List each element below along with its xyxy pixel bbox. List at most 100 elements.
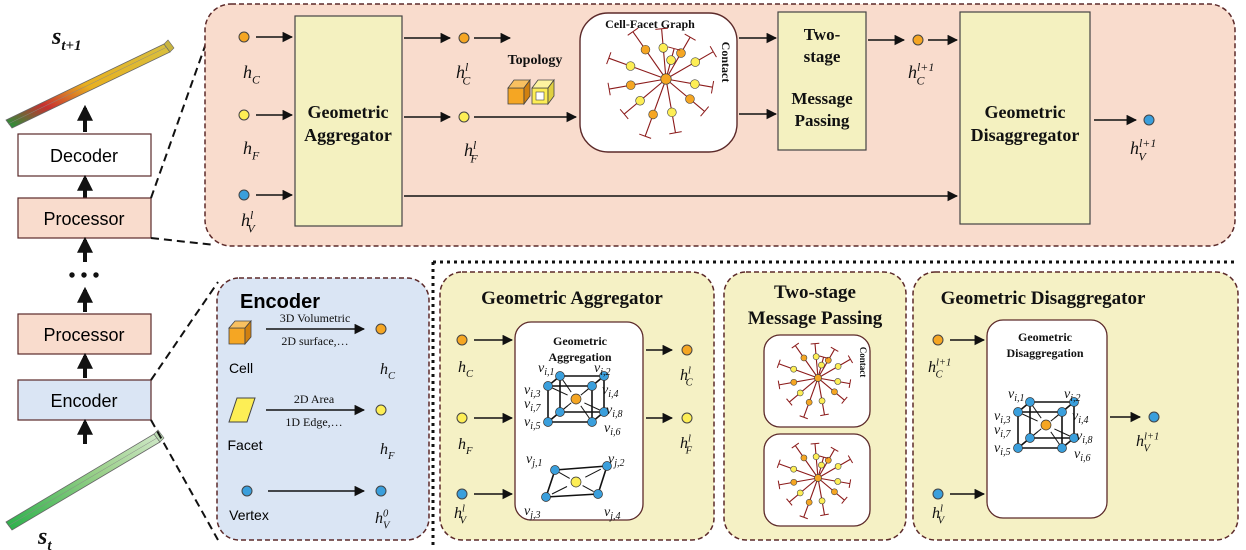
- topology-label: Topology: [508, 53, 563, 68]
- vertex-node: [543, 381, 553, 391]
- processor-label-bottom: Processor: [43, 325, 124, 345]
- svg-text:Message Passing: Message Passing: [748, 308, 883, 329]
- svg-text:Two-stage: Two-stage: [774, 282, 856, 303]
- contact-label: Contact: [719, 42, 733, 83]
- svg-text:Passing: Passing: [795, 111, 850, 130]
- encoder-detail: Encoder 3D Volumetric 2D surface,… Cell …: [216, 277, 430, 541]
- svg-text:stage: stage: [804, 47, 841, 66]
- svg-text:Two-: Two-: [804, 25, 841, 44]
- vertex-node: [1013, 443, 1023, 453]
- vertex-node: [541, 492, 551, 502]
- encoder-box: [17, 379, 152, 421]
- vertex-node: [555, 371, 565, 381]
- aggregation-inner-box: [514, 321, 644, 521]
- vertex-node: [1057, 407, 1067, 417]
- facet-center-node: [570, 476, 582, 488]
- pipeline-ellipsis: • • •: [68, 265, 99, 287]
- disaggregator-block: [959, 11, 1091, 225]
- cell-node: [238, 31, 250, 43]
- facet-node: [238, 109, 250, 121]
- encoder-detail-title: Encoder: [240, 291, 320, 313]
- svg-text:Disaggregator: Disaggregator: [971, 125, 1080, 145]
- aggregator-detail-title: Geometric Aggregator: [481, 288, 663, 309]
- vertex-node: [1057, 443, 1067, 453]
- cell-facet-graph-box: [579, 12, 738, 153]
- cell-text: Cell: [229, 360, 253, 376]
- vertex-node: [599, 407, 609, 417]
- svg-text:Geometric: Geometric: [1018, 330, 1073, 344]
- svg-text:1D Edge,…: 1D Edge,…: [285, 415, 342, 429]
- vertex-node: [587, 381, 597, 391]
- vertex-node: [602, 461, 612, 471]
- cell-facet-graph: [606, 27, 717, 139]
- vertex-node: [587, 417, 597, 427]
- pipeline: st+1 Decoder Processor • • • Processor E…: [5, 24, 175, 550]
- svg-text:Geometric Disaggregator: Geometric Disaggregator: [941, 288, 1146, 309]
- processor-label-top: Processor: [43, 209, 124, 229]
- svg-text:Contact: Contact: [858, 347, 868, 378]
- mesh-top-icon: [5, 39, 175, 129]
- svg-text:Message: Message: [791, 89, 853, 108]
- vertex-node: [1069, 397, 1079, 407]
- svg-text:Geometric: Geometric: [985, 102, 1066, 122]
- svg-text:Aggregator: Aggregator: [304, 125, 392, 145]
- vertex-node: [593, 489, 603, 499]
- vertex-node: [1013, 407, 1023, 417]
- disaggregation-inner-box: [986, 319, 1108, 519]
- svg-text:Aggregation: Aggregation: [548, 350, 611, 364]
- state-top-label: st+1: [51, 24, 82, 54]
- svg-text:Disaggregation: Disaggregation: [1006, 346, 1083, 360]
- topology-cube-icon: [507, 78, 555, 106]
- vertex-node: [555, 407, 565, 417]
- vertex-node: [238, 189, 250, 201]
- vertex-node: [1025, 397, 1035, 407]
- stage-one-graph: [776, 342, 854, 420]
- cell-center-node: [570, 393, 582, 405]
- vertex-node: [543, 417, 553, 427]
- vertex-node: [599, 371, 609, 381]
- facet-text: Facet: [227, 437, 262, 453]
- vertex-node: [1069, 433, 1079, 443]
- vertex-dot-icon: [241, 485, 253, 497]
- aggregator-block: [294, 15, 403, 227]
- graph-title: Cell-Facet Graph: [605, 17, 695, 31]
- svg-text:3D Volumetric: 3D Volumetric: [280, 311, 351, 325]
- svg-text:Geometric: Geometric: [553, 334, 608, 348]
- message-passing-block: [777, 11, 867, 151]
- decoder-box: [17, 133, 152, 177]
- vertex-text: Vertex: [229, 507, 269, 523]
- svg-text:Geometric: Geometric: [308, 102, 389, 122]
- svg-text:2D surface,…: 2D surface,…: [281, 334, 348, 348]
- encoder-label: Encoder: [50, 391, 117, 411]
- stage-two-graph: [776, 442, 854, 520]
- cell-cube-icon: [228, 319, 252, 346]
- processor-box-bottom: [17, 313, 152, 355]
- vertex-node: [550, 465, 560, 475]
- state-bottom-label: st: [37, 524, 52, 550]
- mesh-bottom-icon: [5, 429, 165, 531]
- facet-parallelogram-icon: [228, 397, 256, 423]
- vertex-node: [1025, 433, 1035, 443]
